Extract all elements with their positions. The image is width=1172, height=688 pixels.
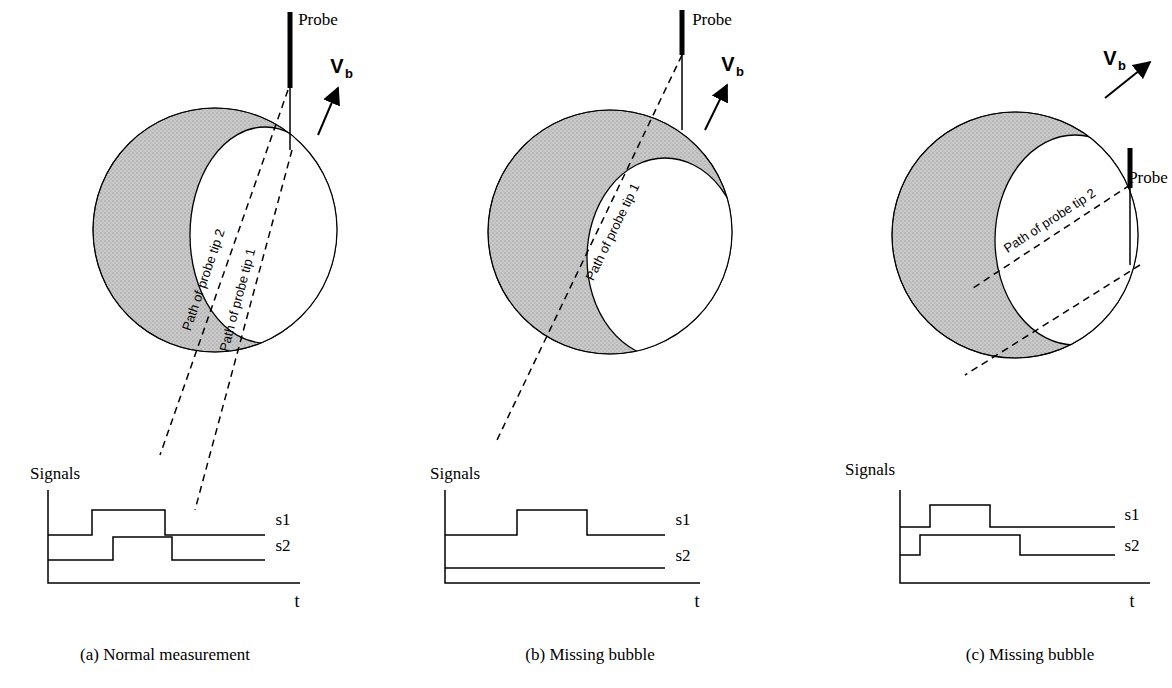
bubble: [488, 110, 743, 358]
probe-path: [160, 90, 292, 510]
signal-name: s1: [1124, 506, 1139, 525]
velocity-label: V: [330, 55, 343, 77]
bubble: [93, 108, 340, 352]
signal-name: s1: [675, 511, 690, 530]
velocity-arrow: [705, 85, 727, 130]
axis-label: t: [694, 592, 699, 612]
axis-label: t: [1129, 592, 1134, 612]
path-label: Path of probe tip 1: [583, 181, 642, 283]
signal-plot: [48, 490, 300, 583]
probe-label: Probe: [298, 11, 338, 30]
axis-title: Signals: [430, 465, 480, 484]
signal-name: s1: [275, 511, 290, 530]
panel-caption: (a) Normal measurement: [80, 646, 250, 665]
probe-label: Probe: [1128, 169, 1168, 188]
panel-caption: (b) Missing bubble: [525, 646, 654, 665]
path-label: Path of probe tip 2: [180, 227, 228, 332]
velocity-arrow: [318, 88, 338, 135]
velocity-label: V: [1103, 47, 1116, 69]
bubble: [892, 112, 1155, 358]
velocity-label: V: [721, 53, 734, 75]
axis-label: t: [294, 592, 299, 612]
axis-title: Signals: [845, 461, 895, 480]
signal-name: s2: [275, 537, 290, 556]
signal-name: s2: [675, 547, 690, 566]
path-label: Path of probe tip 2: [1002, 186, 1099, 256]
probe: [290, 12, 291, 150]
velocity-subscript: b: [345, 67, 353, 81]
velocity-subscript: b: [736, 65, 744, 79]
signal-plot: [900, 490, 1150, 583]
probe-label: Probe: [692, 11, 732, 30]
probe-path: [965, 185, 1140, 375]
signal-name: s2: [1124, 537, 1139, 556]
panel-caption: (c) Missing bubble: [966, 646, 1094, 665]
axis-title: Signals: [30, 465, 80, 484]
probe-path: [497, 55, 682, 440]
probe: [1130, 148, 1131, 265]
probe: [682, 10, 683, 130]
path-label: Path of probe tip 1: [217, 247, 258, 353]
velocity-subscript: b: [1118, 59, 1126, 73]
signal-plot: [445, 490, 700, 583]
